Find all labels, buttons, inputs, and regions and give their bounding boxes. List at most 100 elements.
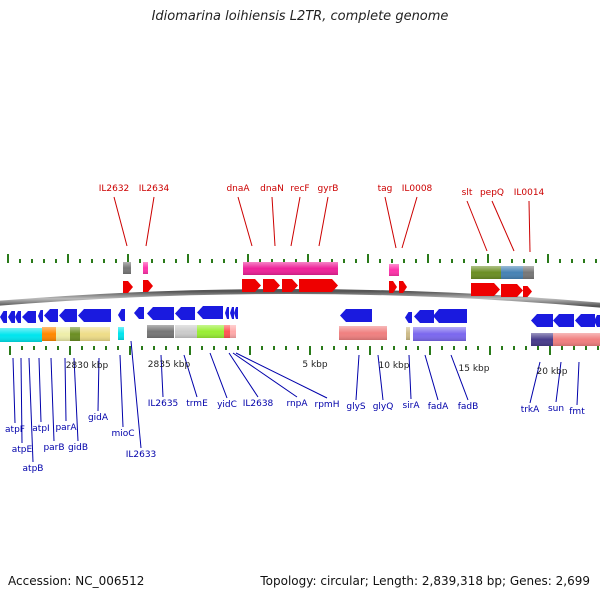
leader-line (228, 352, 259, 398)
gene-arrow-reverse (118, 309, 125, 321)
leader-line (113, 196, 128, 247)
genome-summary-text: Topology: circular; Length: 2,839,318 bp… (260, 574, 590, 588)
feature-block-red-shade (224, 325, 230, 338)
scale-label: 20 kbp (537, 367, 568, 377)
gene-arrow-reverse (197, 306, 223, 319)
gene-label: IL0014 (514, 188, 545, 198)
feature-block-salmon-shade (339, 326, 387, 340)
gene-arrow-reverse (78, 309, 111, 322)
gene-arrow-reverse (594, 315, 600, 327)
gene-label: atpB (23, 464, 44, 474)
gene-arrow-reverse (44, 309, 58, 322)
leader-line (384, 196, 397, 249)
gene-arrow-forward (399, 281, 407, 293)
gene-arrow-forward (471, 283, 500, 296)
gene-arrow-reverse (225, 307, 229, 319)
feature-block-orange-shade (42, 327, 56, 341)
feature-block-khaki-shade (56, 327, 70, 341)
feature-block-lightgray-shade (175, 325, 197, 338)
feature-block-pink-shade (389, 264, 399, 276)
gene-label: fadA (428, 402, 449, 412)
gene-label: IL2635 (148, 399, 179, 409)
gene-label: gidA (88, 413, 109, 423)
leader-line (555, 361, 562, 403)
gene-label: trkA (521, 405, 540, 415)
gene-arrow-forward (389, 281, 397, 293)
gene-label: pepQ (480, 188, 504, 198)
gene-label: IL0008 (402, 184, 433, 194)
feature-block-gray-shade (123, 262, 131, 274)
gene-arrow-forward (123, 281, 133, 293)
leader-line (401, 196, 418, 249)
gene-label: trmE (186, 399, 208, 409)
gene-label: slt (462, 188, 473, 198)
label-leaders (12, 196, 580, 463)
feature-block-olive-shade (70, 327, 80, 341)
gene-arrow-reverse (175, 307, 195, 320)
gene-label: fmt (569, 407, 585, 417)
leader-line (318, 196, 329, 247)
leader-line (408, 354, 412, 400)
gene-label: rpmH (315, 400, 340, 410)
map-title: Idiomarina loihiensis L2TR, complete gen… (151, 9, 449, 24)
gene-arrow-reverse (230, 307, 234, 319)
gene-arrow-reverse (575, 314, 595, 327)
gene-label: sirA (402, 401, 420, 411)
gene-arrow-reverse (134, 307, 144, 319)
feature-block-gray-shade (523, 266, 534, 279)
gene-arrow-forward (501, 284, 523, 297)
gene-label: dnaN (260, 184, 284, 194)
gene-label: IL2633 (126, 450, 157, 460)
gene-arrow-reverse (433, 309, 467, 323)
gene-arrow-reverse (15, 311, 21, 323)
gene-label: IL2638 (243, 399, 274, 409)
scale-label: 15 kbp (459, 364, 490, 374)
gene-label: IL2632 (99, 184, 130, 194)
leader-line (160, 354, 164, 398)
scale-label: 10 kbp (379, 361, 410, 371)
feature-block-tan-shade (406, 327, 410, 340)
feature-block-darkslateblue-shade (531, 333, 553, 346)
leader-line (529, 361, 541, 404)
gene-label: mioC (111, 429, 134, 439)
leader-line (119, 354, 124, 428)
feature-block-pink-shade (143, 262, 148, 274)
gene-label: parA (55, 423, 77, 433)
gene-label: rnpA (286, 399, 308, 409)
gene-label: sun (548, 404, 564, 414)
top-tick-marks (7, 254, 597, 263)
feature-block-cyan-shade (118, 327, 124, 340)
gene-label: glyS (346, 402, 366, 412)
leader-line (73, 357, 79, 442)
gene-label: yidC (217, 400, 237, 410)
leader-line (450, 354, 469, 401)
feature-block-mediumslateblue-shade (413, 327, 466, 341)
feature-block-cyan-shade (8, 328, 42, 342)
gene-label: dnaA (226, 184, 250, 194)
leader-line (424, 354, 439, 401)
feature-block-olive-shade (471, 266, 501, 279)
gene-arrow-forward (242, 279, 261, 292)
scale-label: 2835 kbp (148, 360, 191, 370)
leader-line (20, 357, 23, 444)
leader-line (491, 200, 515, 252)
leader-line (466, 200, 488, 252)
gene-arrow-reverse (147, 307, 174, 320)
feature-block-cyan-shade (0, 328, 8, 342)
gene-arrow-reverse (234, 307, 238, 319)
leader-line (290, 196, 301, 247)
gene-arrow-reverse (8, 311, 15, 323)
feature-block-gray-shade (147, 325, 174, 338)
gene-label: gyrB (318, 184, 339, 194)
leader-line (235, 352, 328, 399)
gene-arrow-forward (143, 280, 153, 292)
gene-label: atpI (32, 424, 49, 434)
leader-line (576, 361, 580, 406)
leader-line (12, 357, 16, 424)
leader-line (64, 357, 67, 422)
leader-line (528, 200, 531, 253)
gene-label: glyQ (373, 402, 394, 412)
gene-label: tag (378, 184, 393, 194)
